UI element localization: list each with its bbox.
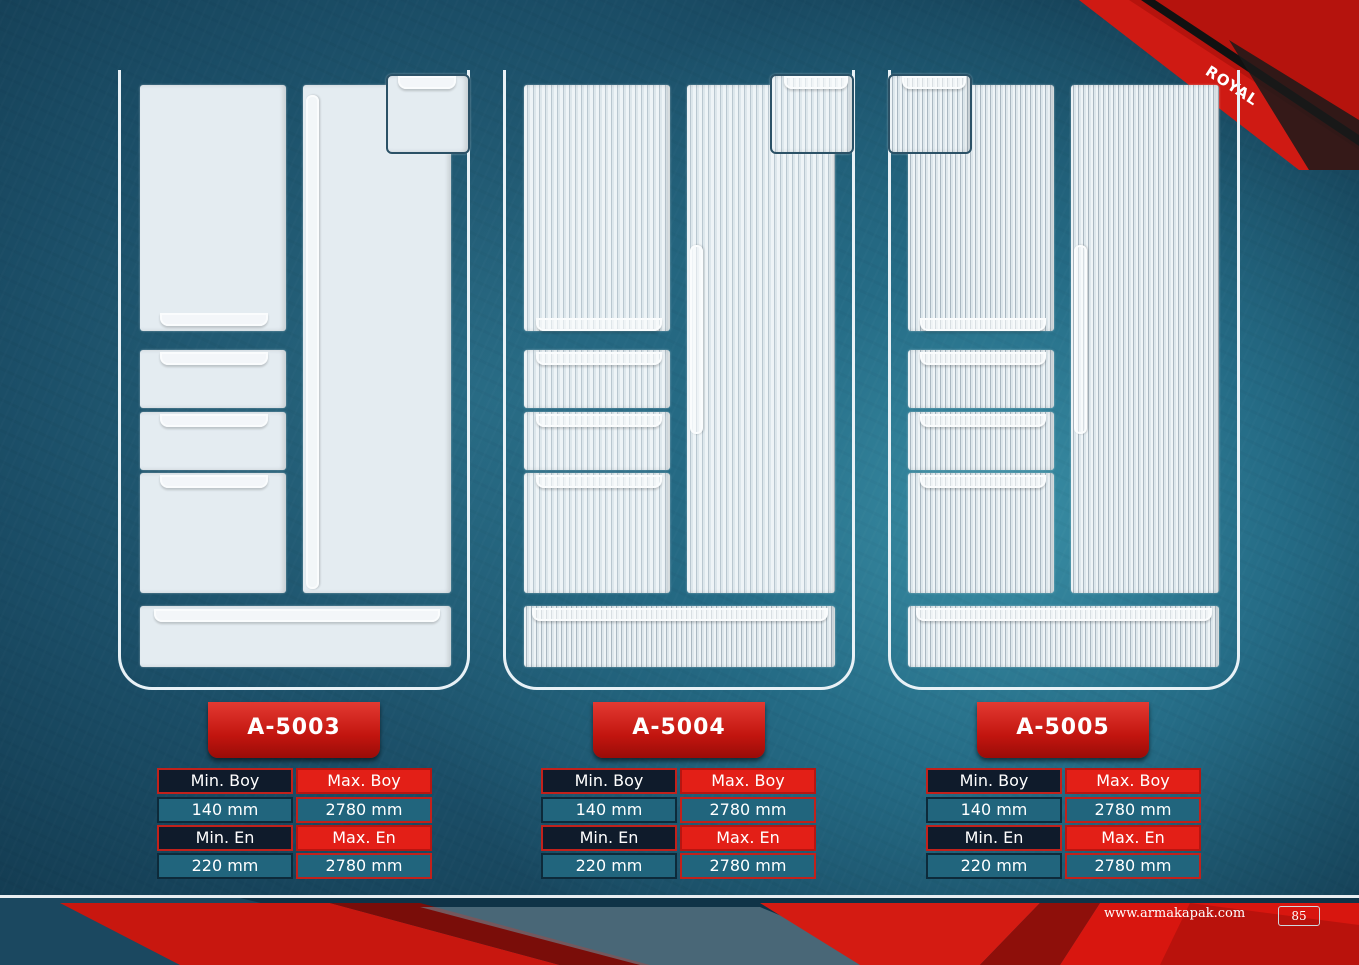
drawer-handle (160, 352, 268, 365)
product-code-label: A-5003 (208, 702, 380, 758)
drawer-handle (920, 414, 1046, 427)
door-handle (160, 313, 268, 326)
plinth-handle (532, 608, 828, 621)
max-width-value: 2780 mm (680, 853, 816, 879)
tall-door-handle (690, 245, 703, 434)
drawer-handle (160, 414, 268, 427)
page-number: 85 (1278, 906, 1320, 926)
plinth-handle (916, 608, 1212, 621)
product-code-label: A-5005 (977, 702, 1149, 758)
min-width-label: Min. En (541, 825, 677, 851)
tall-door-handle (1074, 245, 1087, 434)
drawer-handle (920, 475, 1046, 488)
website-url[interactable]: www.armakapak.com (1104, 906, 1246, 921)
max-height-value: 2780 mm (296, 797, 432, 823)
max-height-label: Max. Boy (296, 768, 432, 794)
door-handle (536, 318, 662, 331)
max-height-value: 2780 mm (1065, 797, 1201, 823)
min-width-label: Min. En (926, 825, 1062, 851)
drawer-handle (536, 414, 662, 427)
max-width-label: Max. En (680, 825, 816, 851)
footer-band (0, 895, 1359, 965)
max-width-value: 2780 mm (1065, 853, 1201, 879)
sample-handle (398, 76, 456, 89)
plinth-handle (154, 609, 440, 622)
door-handle (920, 318, 1046, 331)
max-height-value: 2780 mm (680, 797, 816, 823)
max-height-label: Max. Boy (680, 768, 816, 794)
cabinet-panel-a5003 (118, 70, 470, 690)
min-height-label: Min. Boy (926, 768, 1062, 794)
max-height-label: Max. Boy (1065, 768, 1201, 794)
cabinet-drawer-3 (908, 473, 1054, 593)
min-height-value: 140 mm (157, 797, 293, 823)
drawer-handle (160, 475, 268, 488)
min-width-label: Min. En (157, 825, 293, 851)
drawer-handle (536, 352, 662, 365)
min-height-value: 140 mm (541, 797, 677, 823)
min-width-value: 220 mm (926, 853, 1062, 879)
sample-handle (784, 76, 848, 89)
cabinet-door-upper (140, 85, 286, 331)
min-height-label: Min. Boy (157, 768, 293, 794)
tall-door-handle (306, 95, 319, 589)
cabinet-drawer-3 (524, 473, 670, 593)
cabinet-door-upper (524, 85, 670, 331)
footer-decoration (0, 895, 1359, 965)
max-width-value: 2780 mm (296, 853, 432, 879)
cabinet-drawer-3 (140, 473, 286, 593)
min-height-value: 140 mm (926, 797, 1062, 823)
min-width-value: 220 mm (157, 853, 293, 879)
drawer-handle (536, 475, 662, 488)
cabinet-tall-door (1071, 85, 1219, 593)
drawer-handle (920, 352, 1046, 365)
cabinet-tall-door (687, 85, 835, 593)
sample-handle (902, 76, 966, 89)
cabinet-tall-door (303, 85, 451, 593)
max-width-label: Max. En (296, 825, 432, 851)
max-width-label: Max. En (1065, 825, 1201, 851)
product-code-label: A-5004 (593, 702, 765, 758)
cabinet-panel-a5004 (503, 70, 855, 690)
min-height-label: Min. Boy (541, 768, 677, 794)
cabinet-panel-a5005 (888, 70, 1240, 690)
min-width-value: 220 mm (541, 853, 677, 879)
